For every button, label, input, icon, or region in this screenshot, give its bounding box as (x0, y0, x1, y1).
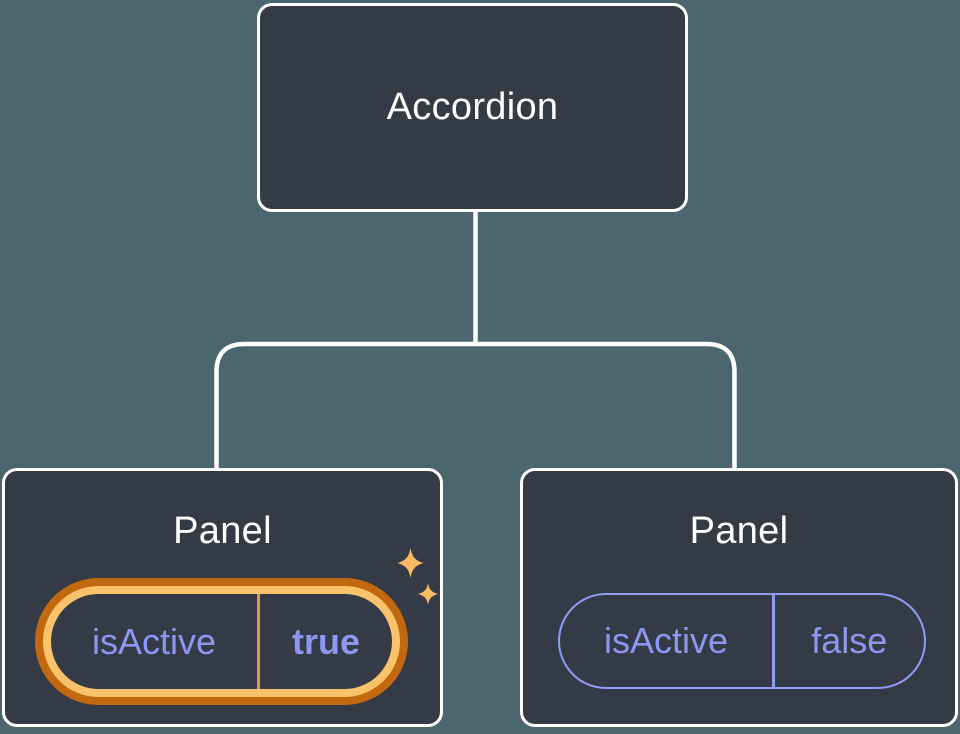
accordion-node-title: Accordion (386, 86, 559, 128)
accordion-node: Accordion (257, 3, 688, 212)
state-prop-value: true (291, 620, 360, 662)
sparkle-large-icon (397, 548, 424, 578)
state-pill-active: isActive true (51, 594, 392, 689)
sparkles-icon (397, 548, 438, 605)
branch-line (214, 341, 737, 471)
pill-divider (772, 595, 775, 687)
panel-node-inactive: Panel isActive false (520, 468, 958, 727)
state-prop-value: false (811, 620, 888, 661)
panel-node-title: Panel (173, 510, 272, 552)
panel-node-active: Panel isActive true (2, 468, 443, 727)
state-prop-name: isActive (91, 620, 217, 662)
active-state-highlight-ring: isActive true (35, 578, 408, 705)
pill-divider (257, 594, 260, 689)
state-prop-name: isActive (603, 620, 729, 661)
sparkle-small-icon (418, 583, 438, 605)
panel-node-title: Panel (689, 510, 789, 552)
state-pill-inactive: isActive false (558, 593, 926, 689)
